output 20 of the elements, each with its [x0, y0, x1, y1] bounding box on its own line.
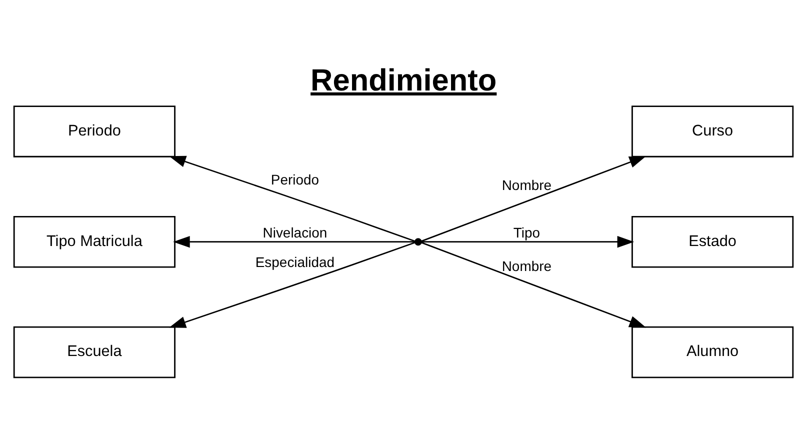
arrow [421, 241, 646, 328]
node-box: Curso [632, 105, 794, 157]
arrow [421, 156, 646, 242]
node-box: Periodo [13, 105, 176, 157]
arrow [421, 235, 634, 248]
node-box: Alumno [632, 326, 794, 378]
node-point [414, 238, 422, 246]
diagram-title: Rendimiento [310, 62, 497, 97]
arrow [169, 241, 415, 328]
edge-label: Especialidad [255, 254, 335, 270]
edge-label: Nombre [502, 258, 552, 274]
node-box: Tipo Matricula [13, 216, 176, 268]
edge-label: Tipo [513, 224, 540, 240]
edge-label: Nivelacion [262, 224, 328, 240]
node-box: Estado [632, 216, 794, 268]
edge-label: Nombre [502, 176, 552, 193]
node-box: Escuela [13, 326, 176, 378]
arrow [169, 155, 415, 242]
arrow [173, 235, 416, 248]
edge-label: Periodo [270, 171, 320, 188]
